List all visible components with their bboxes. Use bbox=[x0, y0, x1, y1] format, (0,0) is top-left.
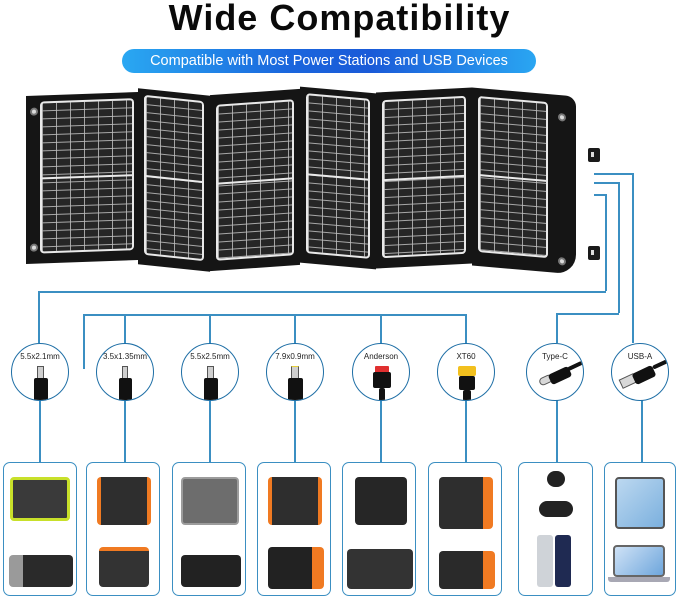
connector-xt60: XT60 bbox=[437, 343, 495, 401]
power-station-orange-red-icon bbox=[268, 547, 324, 589]
connector-5-5x2-5mm: 5.5x2.5mm bbox=[181, 343, 239, 401]
power-station-black-flat-icon bbox=[181, 555, 241, 587]
device-group-xt60 bbox=[428, 462, 502, 596]
connector-5-5x2-1mm: 5.5x2.1mm bbox=[11, 343, 69, 401]
panel-fold-4 bbox=[300, 86, 376, 270]
connector-label: USB-A bbox=[627, 352, 653, 361]
subtitle-banner: Compatible with Most Power Stations and … bbox=[122, 49, 536, 73]
dc-plug-icon bbox=[288, 378, 303, 400]
connector-anderson: Anderson bbox=[352, 343, 410, 401]
smartwatch-icon bbox=[539, 501, 573, 517]
cable-icon bbox=[566, 360, 583, 372]
anderson-plug-icon bbox=[373, 372, 391, 388]
device-group-usb-a bbox=[604, 462, 676, 596]
xt60-plug-head-icon bbox=[458, 366, 476, 376]
connector-label: 3.5x1.35mm bbox=[102, 352, 148, 361]
tablet-icon bbox=[615, 477, 665, 529]
device-group-3-5x1-35mm bbox=[86, 462, 160, 596]
panel-fold-3 bbox=[210, 88, 300, 272]
laptop-screen-icon bbox=[613, 545, 665, 577]
connector-7-9x0-9mm: 7.9x0.9mm bbox=[266, 343, 324, 401]
xt60-plug-icon bbox=[459, 376, 475, 390]
connector-label: 5.5x2.1mm bbox=[20, 352, 60, 361]
connector-label: Type-C bbox=[542, 352, 568, 361]
power-station-orange-black-icon bbox=[268, 477, 322, 525]
connector-usb-a: USB-A bbox=[611, 343, 669, 401]
device-group-type-c bbox=[518, 462, 593, 596]
cable-icon bbox=[379, 388, 385, 400]
solar-panel-image bbox=[26, 86, 606, 288]
dc-plug-icon bbox=[204, 378, 218, 400]
panel-fold-1 bbox=[26, 92, 138, 264]
page-title: Wide Compatibility bbox=[168, 0, 511, 38]
connector-label: 5.5x2.5mm bbox=[190, 352, 230, 361]
panel-tab-top bbox=[588, 148, 600, 162]
connector-label: 7.9x0.9mm bbox=[275, 352, 315, 361]
device-group-5-5x2-1mm bbox=[3, 462, 77, 596]
device-group-7-9x0-9mm bbox=[257, 462, 331, 596]
connector-label: Anderson bbox=[363, 352, 399, 361]
dc-plug-icon bbox=[119, 378, 132, 400]
panel-tab-bottom bbox=[588, 246, 600, 260]
panel-fold-2 bbox=[138, 88, 210, 272]
device-group-anderson bbox=[342, 462, 416, 596]
connector-type-c: Type-C bbox=[526, 343, 584, 401]
connector-label: XT60 bbox=[456, 352, 476, 361]
cable-icon bbox=[463, 390, 471, 400]
connector-3-5x1-35mm: 3.5x1.35mm bbox=[96, 343, 154, 401]
power-station-black-icon bbox=[355, 477, 407, 525]
power-station-orange-side-icon bbox=[439, 477, 493, 529]
power-station-grey-silver-icon bbox=[9, 555, 73, 587]
smartphone-back-icon bbox=[537, 535, 553, 587]
smartphone-front-icon bbox=[555, 535, 571, 587]
power-station-grey-icon bbox=[181, 477, 239, 525]
dc-plug-icon bbox=[34, 378, 48, 400]
anderson-plug-head-icon bbox=[375, 366, 389, 373]
laptop-base-icon bbox=[608, 577, 670, 582]
earbuds-icon bbox=[547, 471, 565, 487]
power-station-black-large-icon bbox=[347, 549, 413, 589]
power-station-orange-handle-small-icon bbox=[99, 547, 149, 587]
device-group-5-5x2-5mm bbox=[172, 462, 246, 596]
power-station-yellow-green-icon bbox=[10, 477, 70, 521]
panel-fold-6 bbox=[472, 87, 576, 275]
panel-fold-5 bbox=[376, 87, 472, 269]
power-station-orange-handle-icon bbox=[97, 477, 151, 525]
power-station-orange-front-icon bbox=[439, 551, 495, 589]
